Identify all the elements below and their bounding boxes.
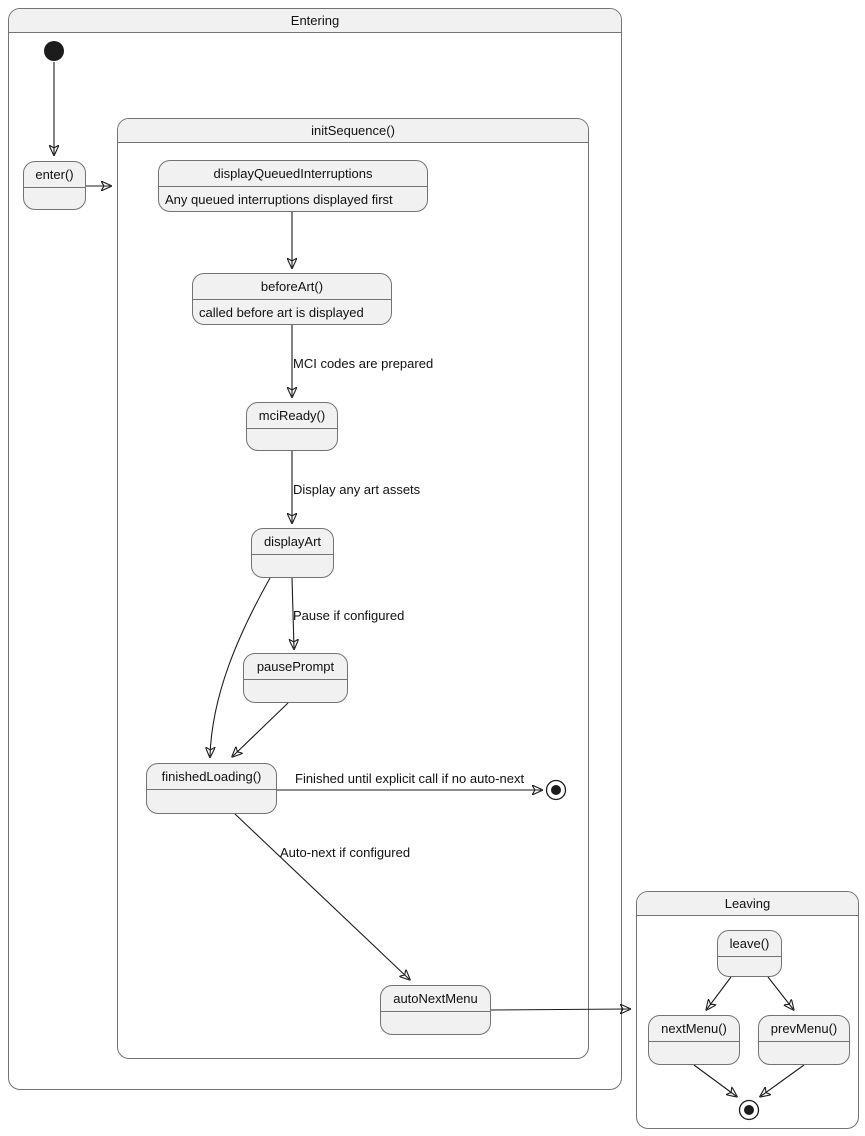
state-title: beforeArt(): [193, 274, 391, 300]
state-next-menu: nextMenu(): [648, 1015, 740, 1065]
state-mci-ready: mciReady(): [246, 402, 338, 451]
state-title: mciReady(): [247, 403, 337, 429]
edge-label-finished-until: Finished until explicit call if no auto-…: [295, 771, 525, 786]
state-title: displayArt: [252, 529, 333, 555]
state-body: [649, 1042, 739, 1064]
state-title: nextMenu(): [649, 1016, 739, 1042]
state-title: enter(): [24, 162, 85, 188]
state-body: [247, 429, 337, 450]
composite-title-init-sequence: initSequence(): [118, 119, 588, 143]
state-body: [759, 1042, 849, 1064]
edge-label-display-assets: Display any art assets: [293, 482, 421, 497]
state-description: called before art is displayed: [199, 304, 364, 320]
state-title: leave(): [718, 931, 781, 957]
state-description: Any queued interruptions displayed first: [165, 191, 393, 207]
composite-init-sequence: initSequence(): [117, 118, 589, 1059]
state-display-art: displayArt: [251, 528, 334, 578]
edge-label-mci-codes: MCI codes are prepared: [293, 356, 434, 371]
state-enter: enter(): [23, 161, 86, 210]
state-finished-loading: finishedLoading(): [146, 763, 277, 814]
state-title: autoNextMenu: [381, 986, 490, 1012]
state-prev-menu: prevMenu(): [758, 1015, 850, 1065]
state-body: [244, 680, 347, 702]
state-title: displayQueuedInterruptions: [159, 161, 427, 187]
state-body: [381, 1012, 490, 1034]
composite-entering: Entering: [8, 8, 622, 1090]
composite-title-entering: Entering: [9, 9, 621, 33]
state-title: prevMenu(): [759, 1016, 849, 1042]
state-display-queued-interruptions: displayQueuedInterruptions Any queued in…: [158, 160, 428, 212]
composite-leaving: Leaving: [636, 891, 859, 1129]
state-before-art: beforeArt() called before art is display…: [192, 273, 392, 325]
state-pause-prompt: pausePrompt: [243, 653, 348, 703]
composite-title-leaving: Leaving: [637, 892, 858, 916]
state-title: finishedLoading(): [147, 764, 276, 790]
state-body: [718, 957, 781, 976]
state-body: [24, 188, 85, 209]
state-body: [252, 555, 333, 577]
state-body: [147, 790, 276, 813]
edge-label-auto-next: Auto-next if configured: [280, 845, 411, 860]
state-title: pausePrompt: [244, 654, 347, 680]
state-auto-next-menu: autoNextMenu: [380, 985, 491, 1035]
edge-label-pause-if-configured: Pause if configured: [293, 608, 405, 623]
state-leave: leave(): [717, 930, 782, 977]
